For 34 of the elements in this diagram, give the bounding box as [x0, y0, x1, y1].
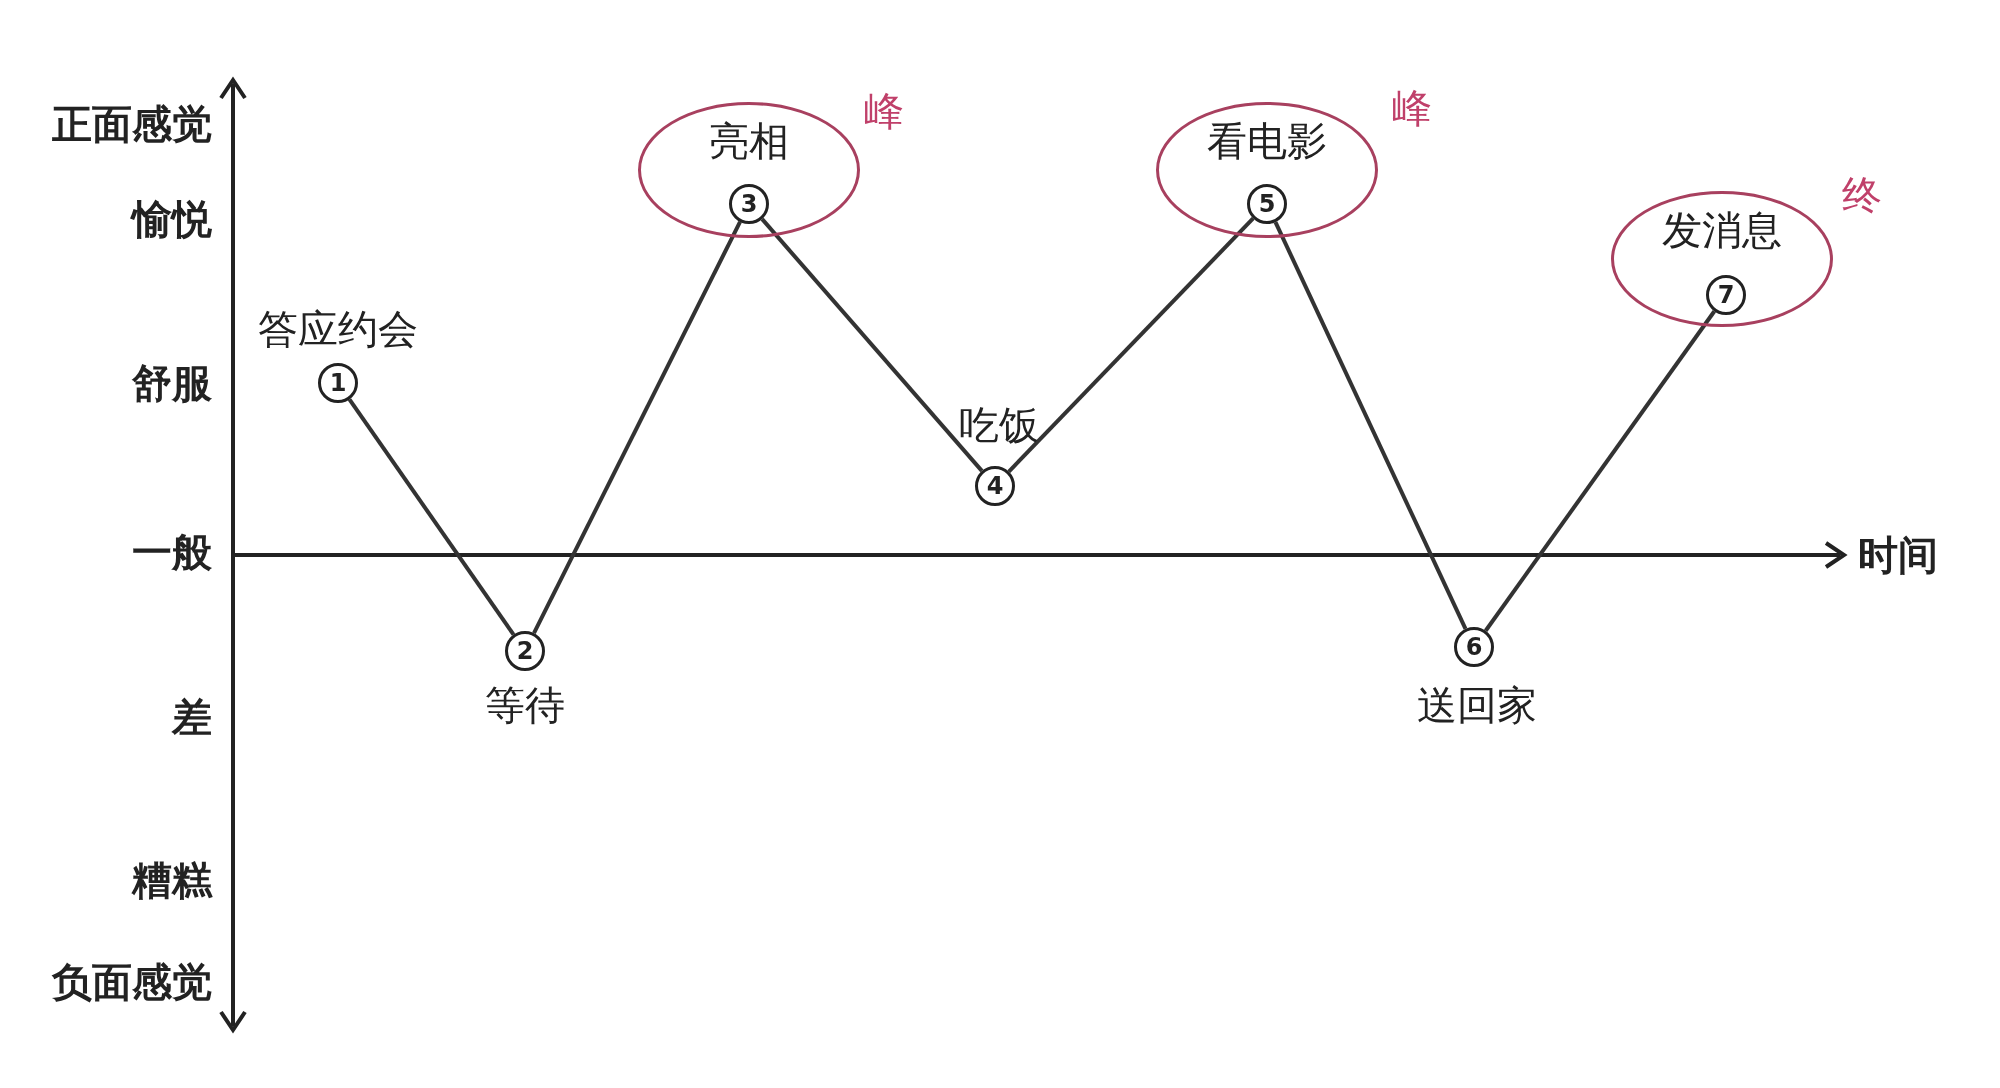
axis-label: 正面感觉 [52, 104, 212, 144]
axis-label: 一般 [132, 532, 212, 572]
annotation-label: 峰 [864, 91, 904, 131]
connector-line [532, 221, 742, 634]
numbered-circle: 5 [1247, 184, 1287, 224]
numbered-circle: 3 [729, 184, 769, 224]
connector-line [1007, 217, 1255, 473]
numbered-circle: 1 [318, 363, 358, 403]
annotation-label: 终 [1842, 175, 1882, 215]
point-label: 答应约会 [258, 309, 418, 349]
connector-line [1273, 221, 1468, 630]
axis-label: 时间 [1858, 535, 1938, 575]
point-label: 发消息 [1661, 210, 1783, 250]
axis-label: 差 [172, 697, 212, 737]
numbered-circle: 4 [975, 466, 1015, 506]
numbered-circle: 7 [1706, 275, 1746, 315]
highlight-ellipse [1611, 191, 1833, 327]
point-label: 等待 [485, 685, 565, 725]
numbered-circle: 6 [1454, 627, 1494, 667]
numbered-circle: 2 [505, 631, 545, 671]
point-label: 亮相 [708, 121, 790, 161]
point-label: 送回家 [1417, 685, 1537, 725]
axis-label: 舒服 [132, 363, 212, 403]
point-label: 看电影 [1206, 121, 1328, 161]
annotation-label: 峰 [1392, 88, 1432, 128]
point-label: 吃饭 [959, 405, 1039, 445]
axis-label: 糟糕 [132, 860, 212, 900]
connector-line [760, 217, 984, 473]
connector-line [1484, 310, 1716, 632]
axis-label: 负面感觉 [52, 962, 212, 1002]
connector-line [347, 398, 516, 636]
axis-label: 愉悦 [132, 199, 212, 239]
highlight-ellipse [638, 102, 860, 238]
highlight-ellipse [1156, 102, 1378, 238]
